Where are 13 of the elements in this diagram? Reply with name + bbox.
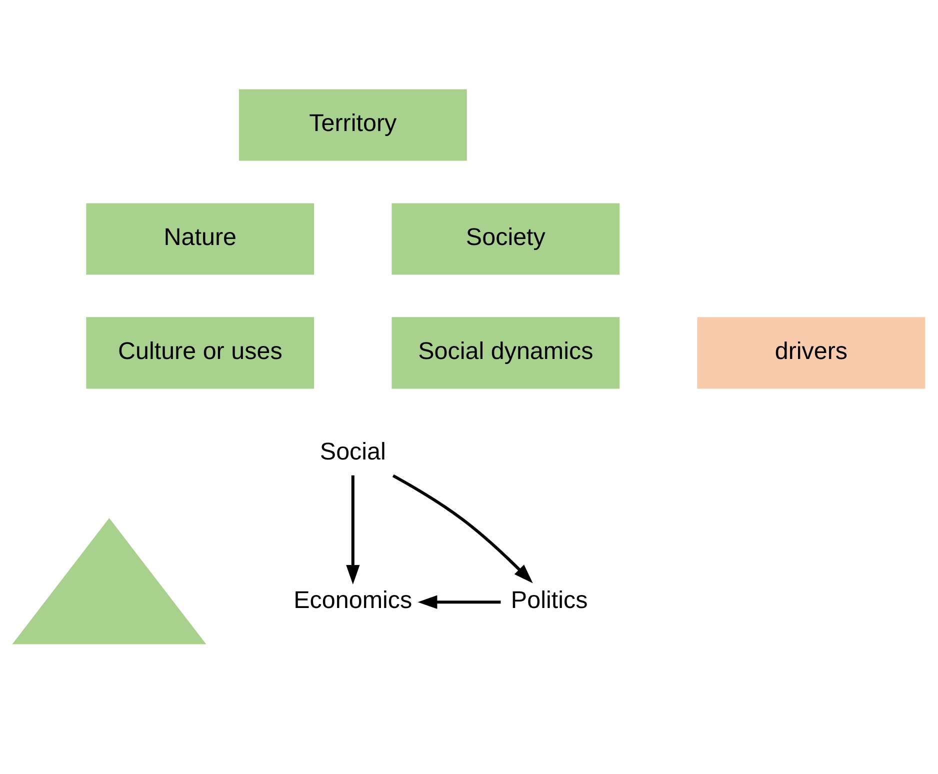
node-text: Social [320,438,386,466]
node-box: Social dynamics [392,316,620,388]
node-text: Economics [294,586,412,614]
arrow [346,474,360,584]
node-box: drivers [697,316,926,388]
arrow [418,594,501,608]
node-box: Territory [238,88,467,160]
node-box: Culture or uses [86,316,314,388]
node-box: Society [392,202,620,274]
arrow [392,474,533,583]
node-triangle [12,518,206,644]
node-box: Nature [86,202,314,274]
node-text: Politics [510,586,588,614]
